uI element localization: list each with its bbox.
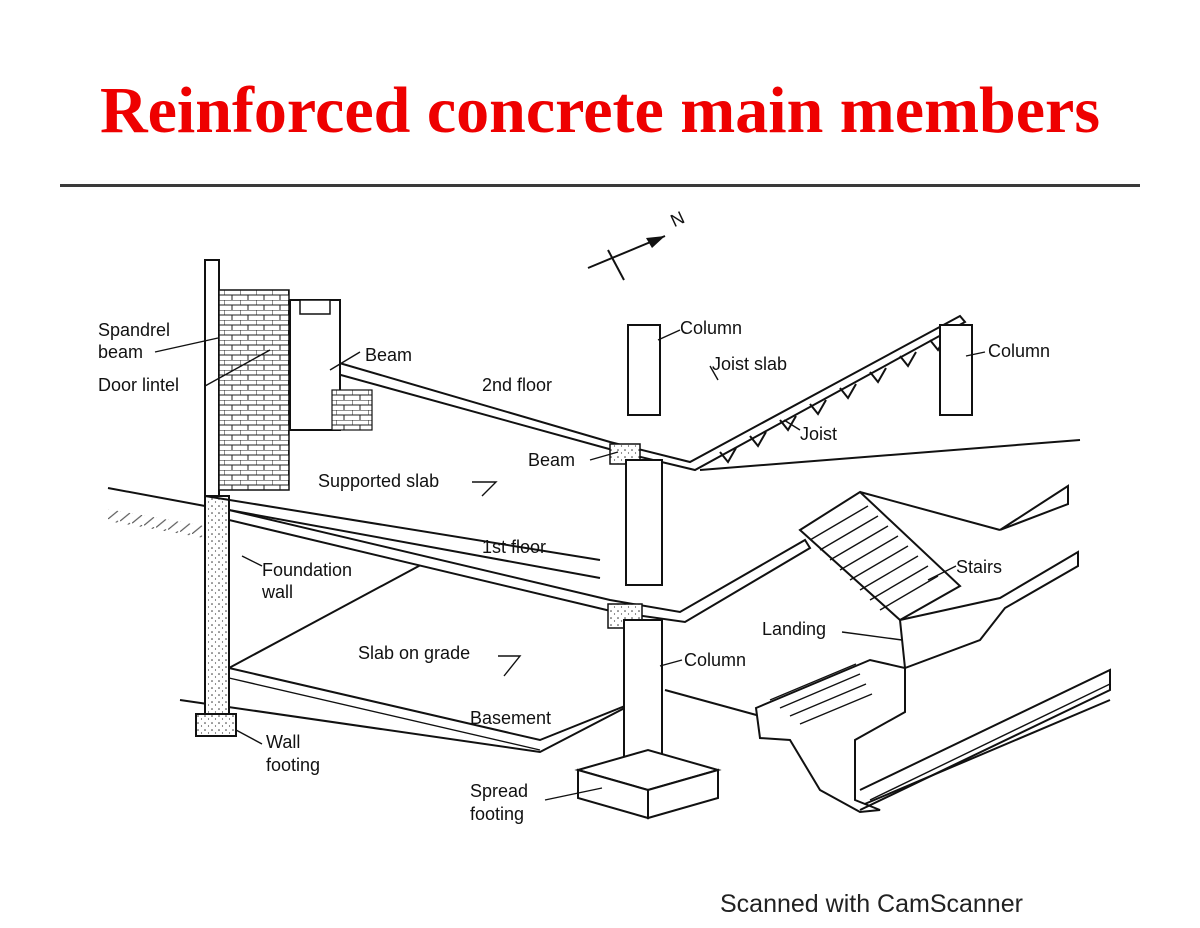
title-divider — [60, 184, 1140, 187]
label-column-right: Column — [988, 341, 1050, 361]
wall-footing — [195, 713, 237, 737]
leader-lines — [154, 329, 986, 801]
north-arrow-icon: N — [587, 207, 688, 281]
label-beam-upper: Beam — [365, 345, 412, 365]
stairs — [798, 490, 1079, 712]
label-column-lower: Column — [684, 650, 746, 670]
label-foundation-wall-2: wall — [261, 582, 293, 602]
lower-column — [623, 619, 663, 771]
label-joist: Joist — [800, 424, 837, 444]
foundation-wall — [204, 259, 601, 717]
label-foundation-wall-1: Foundation — [262, 560, 352, 580]
ground-line — [107, 487, 1111, 807]
north-letter: N — [667, 207, 687, 231]
label-beam-mid: Beam — [528, 450, 575, 470]
label-column-top: Column — [680, 318, 742, 338]
middle-column — [625, 459, 663, 586]
first-floor-slab — [228, 484, 1069, 629]
label-joist-slab: Joist slab — [712, 354, 787, 374]
upper-column — [627, 324, 661, 416]
label-slab-on-grade: Slab on grade — [358, 643, 470, 663]
scanner-watermark: Scanned with CamScanner — [720, 890, 1023, 918]
label-spread-footing-2: footing — [470, 804, 524, 824]
label-basement: Basement — [470, 708, 551, 728]
label-spread-footing-1: Spread — [470, 781, 528, 801]
page-title: Reinforced concrete main members — [99, 74, 1101, 147]
slab-on-grade — [228, 559, 641, 751]
label-spandrel-beam-1: Spandrel — [98, 320, 170, 340]
label-first-floor: 1st floor — [482, 537, 546, 557]
joist-series — [719, 335, 947, 464]
label-wall-footing-1: Wall — [266, 732, 300, 752]
label-stairs: Stairs — [956, 557, 1002, 577]
label-landing: Landing — [762, 619, 826, 639]
label-spandrel-beam-2: beam — [98, 342, 143, 362]
right-column — [939, 324, 973, 416]
spread-footing — [574, 748, 722, 820]
lower-stair — [754, 658, 1111, 814]
second-floor-slab — [288, 299, 1081, 472]
label-second-floor: 2nd floor — [482, 375, 552, 395]
label-door-lintel: Door lintel — [98, 375, 179, 395]
label-wall-footing-2: footing — [266, 755, 320, 775]
label-supported-slab: Supported slab — [318, 471, 439, 491]
